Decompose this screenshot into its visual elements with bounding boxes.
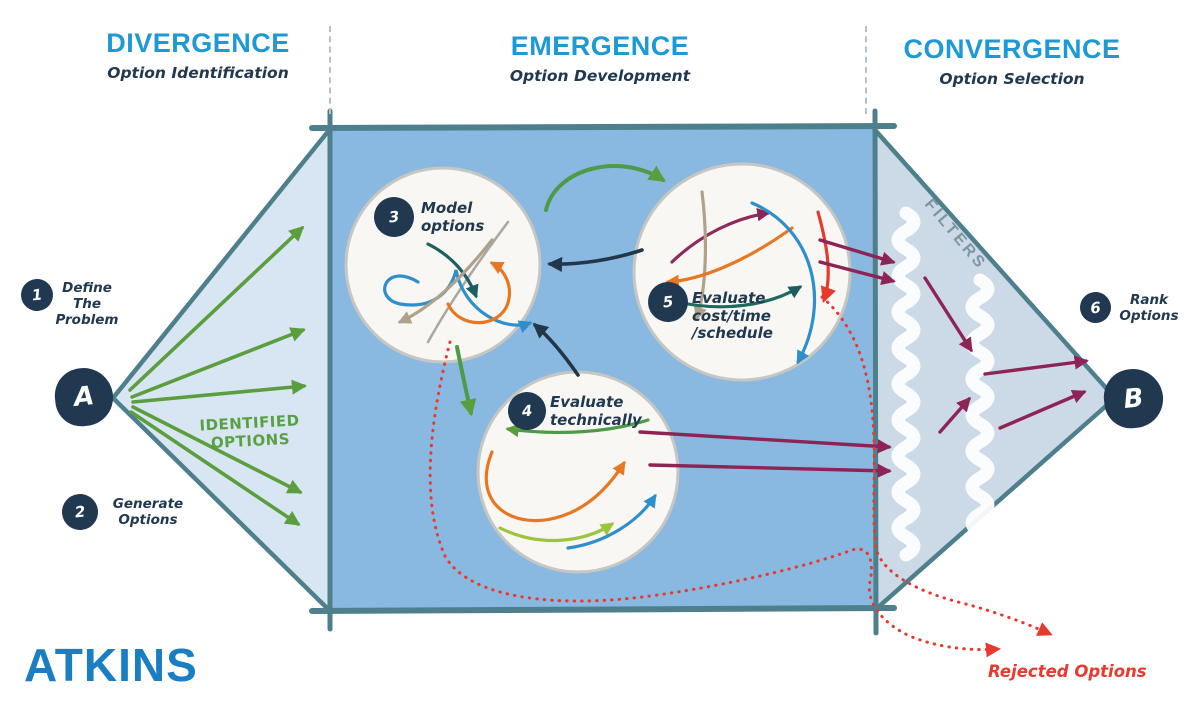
emergence-title: EMERGENCE xyxy=(510,31,690,61)
phase-convergence: CONVERGENCE Option Selection xyxy=(884,34,1140,89)
step-6-number: 6 xyxy=(1089,298,1102,317)
evaluate-cost-scribble xyxy=(665,190,836,365)
step-2-number: 2 xyxy=(73,502,87,522)
between-circle-arrows xyxy=(455,164,666,417)
node-b-label: B xyxy=(1122,382,1145,415)
convergence-subtitle: Option Selection xyxy=(939,70,1085,88)
phase-emergence: EMERGENCE Option Development xyxy=(488,31,712,86)
step-5-label: Evaluate cost/time /schedule xyxy=(692,289,773,343)
section-divider-left xyxy=(329,26,331,114)
step-5-number: 5 xyxy=(661,292,675,312)
node-a-label: A xyxy=(72,381,96,413)
atkins-logo: ATKINS xyxy=(24,639,198,691)
model-options-scribble xyxy=(383,220,533,344)
rejected-options-label: Rejected Options xyxy=(988,662,1147,681)
evaluate-cost-circle xyxy=(632,162,852,382)
step-1-number: 1 xyxy=(30,285,44,305)
section-divider-right xyxy=(865,26,867,114)
model-options-circle xyxy=(344,166,542,364)
identified-options-arrows xyxy=(128,225,308,526)
step-4-label: Evaluate technically xyxy=(550,393,642,429)
phase-divergence: DIVERGENCE Option Identification xyxy=(88,28,308,83)
evaluate-technically-scribble xyxy=(484,418,657,550)
emergence-subtitle: Option Development xyxy=(509,67,691,85)
convergence-title: CONVERGENCE xyxy=(903,34,1121,64)
step-6-label: Rank Options xyxy=(1119,292,1179,324)
divergence-funnel xyxy=(110,126,333,614)
filter-squiggles xyxy=(891,206,995,562)
filter-pass-arrows xyxy=(638,238,1089,478)
identified-options-label: IDENTIFIED OPTIONS xyxy=(199,411,301,453)
step-3-number: 3 xyxy=(387,207,401,227)
step-2-label: Generate Options xyxy=(112,496,184,528)
step-4-number: 4 xyxy=(520,401,534,421)
divergence-title: DIVERGENCE xyxy=(106,28,290,58)
rejected-paths xyxy=(428,295,1053,658)
divergence-subtitle: Option Identification xyxy=(107,64,289,82)
step-1-label: Define The Problem xyxy=(55,280,119,328)
step-3-label: Model options xyxy=(421,199,485,235)
